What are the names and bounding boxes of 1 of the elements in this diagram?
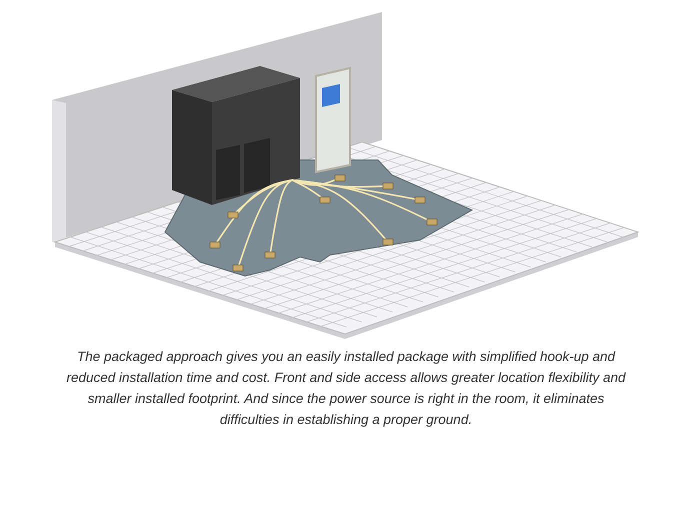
caption: The packaged approach gives you an easily installed package with simplified hook-up and reduced installation time and cost. Front and side access allows greater location flexibility and smaller installed footprint. And since the power source is right in the room, it eliminates difficulties in establishing a proper ground. bbox=[65, 348, 627, 429]
